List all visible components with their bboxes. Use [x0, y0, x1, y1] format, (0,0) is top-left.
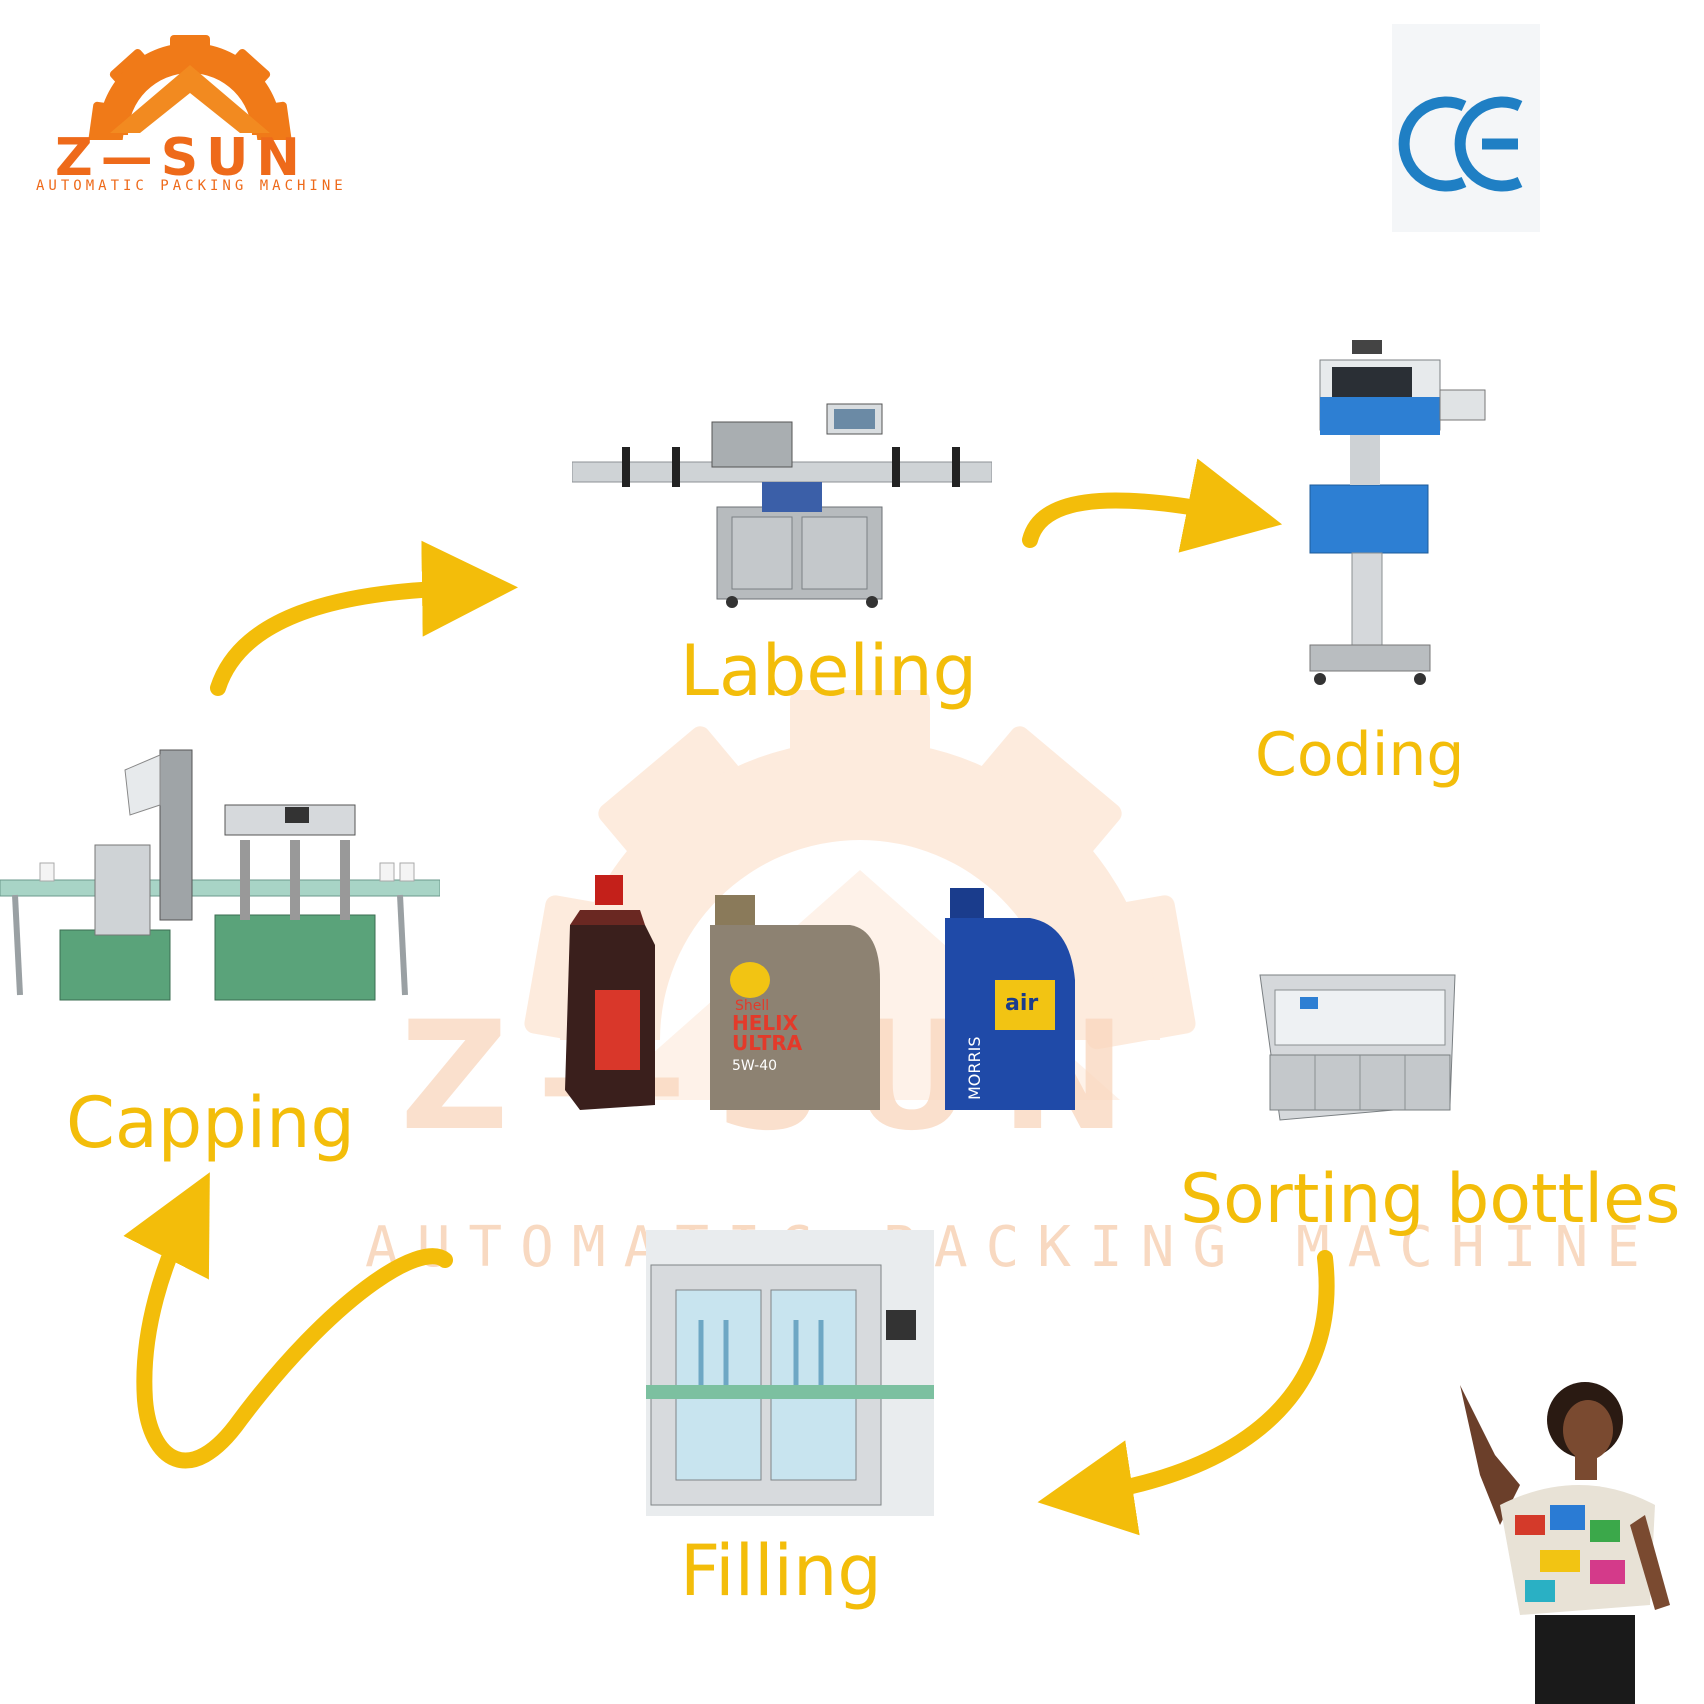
step-label-filling: Filling [680, 1530, 882, 1612]
brand-tagline: AUTOMATIC PACKING MACHINE [36, 178, 347, 194]
jug-line1: HELIX [732, 1011, 799, 1035]
blue-jug-line2: MORRIS [965, 1036, 984, 1100]
arrow-sorting-to-filling [1037, 1250, 1335, 1536]
ce-mark-icon [1398, 96, 1523, 192]
sorting-machine-image [1259, 974, 1456, 1121]
brand-gear-icon [88, 35, 292, 140]
watermark-tagline: AUTOMATIC PACKING MACHINE [365, 1215, 1658, 1280]
red-bottle-icon [565, 875, 655, 1110]
jug-line2: ULTRA [732, 1031, 803, 1055]
step-label-sorting-bottles: Sorting bottles [1180, 1160, 1681, 1239]
blue-jug-line1: air [1005, 991, 1038, 1016]
filling-machine-image [646, 1230, 934, 1516]
product-bottles-image: Shell HELIX ULTRA 5W-40 air MORRIS [565, 875, 1075, 1110]
jug-grade: 5W-40 [732, 1058, 777, 1074]
ce-mark-badge [1392, 24, 1540, 232]
jug-brand: Shell [735, 998, 769, 1014]
arrow-filling-to-capping [123, 1172, 453, 1469]
brand-name: Z—SUN [55, 128, 308, 188]
step-label-capping: Capping [66, 1082, 355, 1164]
arrow-capping-to-labeling [210, 540, 518, 696]
step-label-coding: Coding [1255, 720, 1465, 790]
shell-jug-icon: Shell HELIX ULTRA 5W-40 [710, 895, 880, 1110]
capping-machine-image [0, 749, 440, 1001]
step-label-labeling: Labeling [680, 630, 978, 712]
coding-machine-image [1309, 340, 1486, 685]
blue-jug-icon: air MORRIS [945, 888, 1075, 1110]
presenter-figure-image [1460, 1382, 1670, 1704]
arrow-labeling-to-coding [1022, 458, 1283, 553]
labeling-machine-image [572, 403, 992, 608]
